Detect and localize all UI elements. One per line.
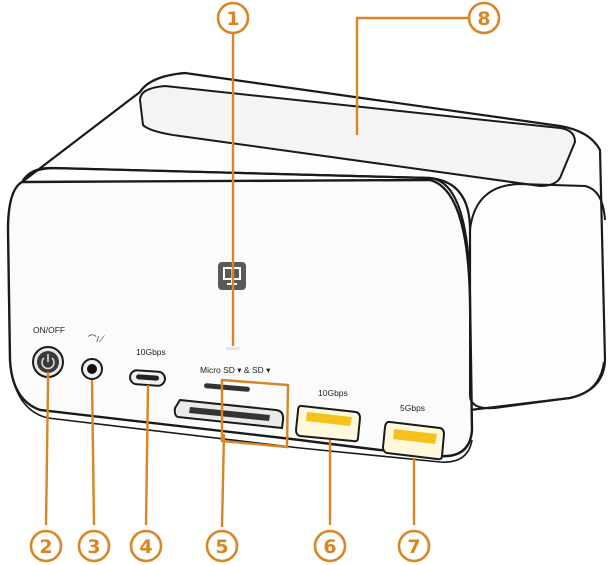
- usba-left-label: 10Gbps: [318, 388, 348, 398]
- callout-7-label: 7: [407, 536, 420, 558]
- callout-8-label: 8: [477, 8, 490, 30]
- top-panel: [138, 84, 577, 188]
- callout-leaders: [44, 16, 468, 528]
- power-icon: [41, 354, 55, 370]
- callout-7: 7: [397, 529, 431, 563]
- usba-port-10gbps[interactable]: [294, 404, 362, 443]
- led-indicator: [226, 347, 240, 350]
- usba-right-label: 5Gbps: [400, 403, 425, 413]
- callout-2: 2: [29, 529, 63, 563]
- callout-badges: 1 2 3 4 5 6 7 8: [29, 1, 501, 563]
- callout-8: 8: [467, 1, 501, 35]
- callout-2-label: 2: [39, 536, 52, 558]
- usba-port-5gbps[interactable]: [381, 420, 446, 461]
- power-button[interactable]: [32, 346, 64, 378]
- callout-1-label: 1: [226, 8, 239, 30]
- callout-1: 1: [216, 1, 250, 35]
- callout-3: 3: [77, 529, 111, 563]
- callout-4-label: 4: [139, 536, 152, 558]
- sd-slot[interactable]: [173, 398, 285, 430]
- callout-5-label: 5: [215, 536, 228, 558]
- micro-sd-slot[interactable]: [204, 383, 250, 392]
- usbc-port-label: 10Gbps: [136, 347, 166, 357]
- callout-6-label: 6: [323, 536, 336, 558]
- callout-5: 5: [205, 529, 239, 563]
- bottom-lip: [9, 359, 473, 463]
- callout-3-label: 3: [87, 536, 100, 558]
- callout-6: 6: [313, 529, 347, 563]
- usbc-port[interactable]: [129, 369, 166, 387]
- device-body: [6, 71, 607, 463]
- top-face: [21, 166, 472, 300]
- front-face: [6, 178, 474, 458]
- right-face: [469, 182, 606, 231]
- card-slot-label: Micro SD ▾ & SD ▾: [200, 365, 271, 375]
- callout-4: 4: [129, 529, 163, 563]
- audio-port-label: ⌒/⟋: [88, 334, 106, 344]
- front-bevel: [469, 300, 605, 410]
- audio-jack[interactable]: [81, 358, 103, 380]
- power-port-label: ON/OFF: [33, 325, 65, 335]
